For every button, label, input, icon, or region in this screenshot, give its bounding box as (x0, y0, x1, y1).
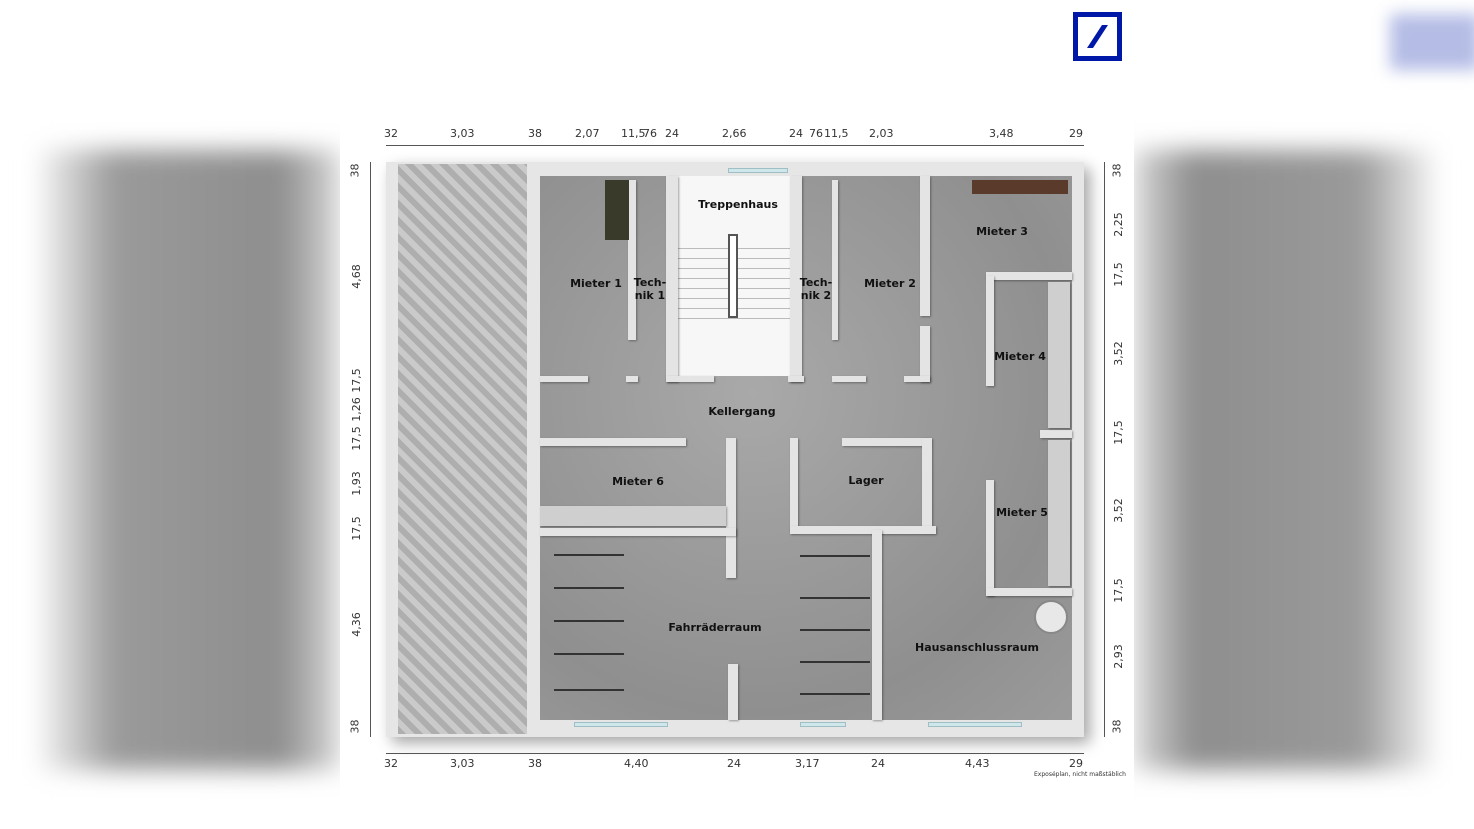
dim-label: 17,5 (1111, 420, 1125, 445)
dim-label: 32 (384, 127, 398, 140)
room-kellergang: Kellergang (708, 405, 776, 418)
room-technik1: Tech- nik 1 (633, 276, 667, 302)
dim-label: 3,52 (1111, 341, 1125, 366)
dim-label: 2,07 (575, 127, 600, 140)
dim-label: 17,5 (349, 368, 363, 393)
blurred-background-right (1134, 150, 1434, 770)
dim-label: 17,5 (1111, 262, 1125, 287)
workbench (972, 180, 1068, 194)
dim-label: 32 (384, 757, 398, 770)
dim-label: 38 (348, 719, 362, 734)
dim-label: 17,5 (349, 516, 363, 541)
dim-label: 24 (789, 127, 803, 140)
dim-label: 24 (871, 757, 885, 770)
dim-label: 38 (1110, 719, 1124, 734)
dim-label: 29 (1069, 757, 1083, 770)
dim-label: 11,5 (621, 127, 646, 140)
plan-note: Exposéplan, nicht maßstäblich (1034, 771, 1126, 778)
dim-label: 4,43 (965, 757, 990, 770)
dim-label: 4,40 (624, 757, 649, 770)
dim-label: 2,66 (722, 127, 747, 140)
dim-label: 24 (665, 127, 679, 140)
dim-label: 38 (528, 127, 542, 140)
dim-label: 4,36 (349, 612, 363, 637)
blurred-background-left (40, 150, 340, 770)
dim-label: 4,68 (349, 264, 363, 289)
room-mieter5: Mieter 5 (996, 506, 1048, 519)
dim-label: 2,03 (869, 127, 894, 140)
staircase (678, 176, 790, 376)
dim-label: 3,03 (450, 757, 475, 770)
dim-label: 17,5 (349, 426, 363, 451)
room-mieter3: Mieter 3 (976, 225, 1028, 238)
dim-label: 1,26 (349, 397, 363, 422)
dim-label: 3,03 (450, 127, 475, 140)
blurred-background-accent (1390, 14, 1474, 70)
dim-label: 29 (1069, 127, 1083, 140)
dim-label: 3,48 (989, 127, 1014, 140)
room-lager: Lager (848, 474, 884, 487)
room-mieter1: Mieter 1 (570, 277, 622, 290)
room-mieter6: Mieter 6 (612, 475, 664, 488)
dim-label: 17,5 (1111, 578, 1125, 603)
dim-label: 38 (1110, 163, 1124, 178)
deutsche-bank-logo (1073, 12, 1122, 61)
dim-label: 76 (809, 127, 823, 140)
room-technik2: Tech- nik 2 (799, 276, 833, 302)
storage-shelf (605, 180, 629, 240)
room-mieter2: Mieter 2 (864, 277, 916, 290)
dim-label: 3,52 (1111, 498, 1125, 523)
dim-label: 76 (643, 127, 657, 140)
dim-label: 3,17 (795, 757, 820, 770)
room-fahrraederraum: Fahrräderraum (668, 621, 762, 634)
dim-label: 1,93 (349, 471, 363, 496)
dim-label: 2,93 (1111, 644, 1125, 669)
dim-label: 11,5 (824, 127, 849, 140)
dim-label: 38 (348, 163, 362, 178)
dim-label: 38 (528, 757, 542, 770)
dim-label: 2,25 (1111, 212, 1125, 237)
dim-label: 24 (727, 757, 741, 770)
room-hausanschlussraum: Hausanschlussraum (915, 641, 1039, 654)
tank-icon (1034, 600, 1068, 634)
room-mieter4: Mieter 4 (994, 350, 1046, 363)
paved-area (398, 164, 527, 734)
room-treppenhaus: Treppenhaus (698, 198, 778, 211)
